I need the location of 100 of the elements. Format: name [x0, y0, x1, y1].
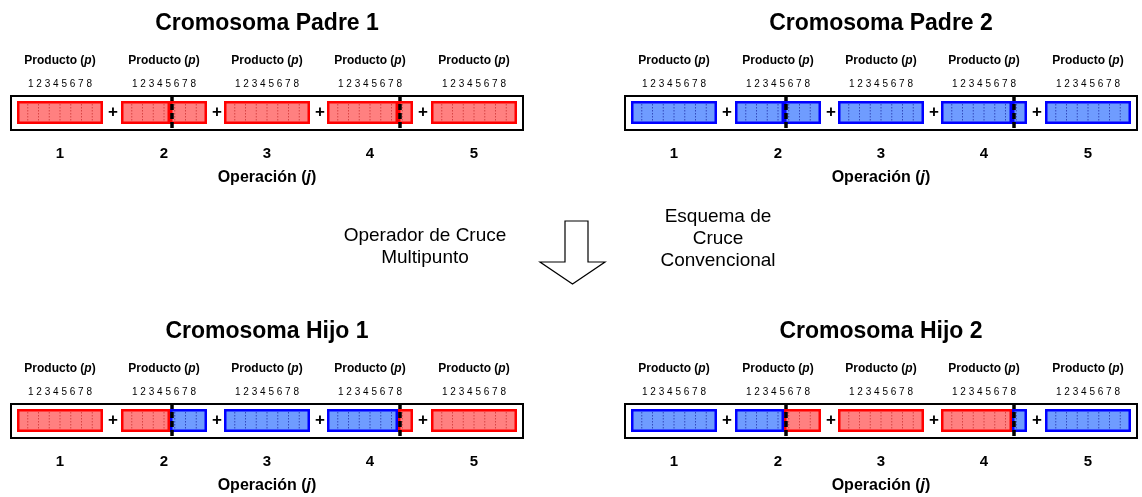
operation-number: 4 [365, 144, 375, 162]
axis-label: Operación (j) [217, 476, 317, 495]
operation-number: 3 [262, 144, 272, 162]
position-numbers: 1 2 3 4 5 6 7 8 [1056, 78, 1120, 90]
operation-number: 1 [55, 452, 65, 470]
operation-number: 2 [159, 144, 169, 162]
position-numbers: 1 2 3 4 5 6 7 8 [952, 78, 1016, 90]
gene-bar [838, 101, 924, 124]
column-header: Producto (p) [948, 54, 1020, 68]
operation-number: 2 [773, 144, 783, 162]
position-numbers: 1 2 3 4 5 6 7 8 [746, 386, 810, 398]
gene-bar [941, 101, 1027, 124]
position-numbers: 1 2 3 4 5 6 7 8 [442, 386, 506, 398]
chromosome-title: Cromosoma Hijo 2 [778, 317, 984, 344]
column-header: Producto (p) [128, 54, 200, 68]
chromosome-title: Cromosoma Padre 2 [768, 9, 994, 36]
chromosome-title: Cromosoma Padre 1 [154, 9, 380, 36]
axis-label: Operación (j) [831, 476, 931, 495]
operation-number: 5 [1083, 452, 1093, 470]
position-numbers: 1 2 3 4 5 6 7 8 [642, 386, 706, 398]
gene-bar [838, 409, 924, 432]
position-numbers: 1 2 3 4 5 6 7 8 [338, 386, 402, 398]
plus-sign: + [1032, 102, 1042, 122]
column-header: Producto (p) [231, 362, 303, 376]
plus-sign: + [826, 410, 836, 430]
position-numbers: 1 2 3 4 5 6 7 8 [1056, 386, 1120, 398]
plus-sign: + [929, 410, 939, 430]
gene-bar [327, 409, 413, 432]
gene-bar [431, 101, 517, 124]
operation-number: 2 [773, 452, 783, 470]
gene-bar [327, 101, 413, 124]
plus-sign: + [212, 410, 222, 430]
plus-sign: + [826, 102, 836, 122]
column-header: Producto (p) [24, 54, 96, 68]
plus-sign: + [929, 102, 939, 122]
operation-number: 1 [669, 144, 679, 162]
position-numbers: 1 2 3 4 5 6 7 8 [338, 78, 402, 90]
column-header: Producto (p) [845, 54, 917, 68]
operation-number: 5 [469, 144, 479, 162]
position-numbers: 1 2 3 4 5 6 7 8 [28, 78, 92, 90]
plus-sign: + [315, 410, 325, 430]
column-header: Producto (p) [334, 54, 406, 68]
column-header: Producto (p) [1052, 362, 1124, 376]
plus-sign: + [1032, 410, 1042, 430]
gene-bar [17, 101, 103, 124]
position-numbers: 1 2 3 4 5 6 7 8 [849, 78, 913, 90]
operation-number: 3 [876, 144, 886, 162]
column-header: Producto (p) [742, 54, 814, 68]
position-numbers: 1 2 3 4 5 6 7 8 [849, 386, 913, 398]
column-header: Producto (p) [438, 362, 510, 376]
scheme-label: Esquema de Cruce Convencional [659, 205, 777, 271]
operation-number: 4 [979, 452, 989, 470]
gene-bar [121, 409, 207, 432]
plus-sign: + [418, 410, 428, 430]
column-header: Producto (p) [231, 54, 303, 68]
gene-bar [941, 409, 1027, 432]
plus-sign: + [722, 410, 732, 430]
gene-bar [1045, 101, 1131, 124]
position-numbers: 1 2 3 4 5 6 7 8 [235, 386, 299, 398]
position-numbers: 1 2 3 4 5 6 7 8 [746, 78, 810, 90]
operation-number: 5 [1083, 144, 1093, 162]
column-header: Producto (p) [845, 362, 917, 376]
operation-number: 1 [55, 144, 65, 162]
gene-bar [735, 101, 821, 124]
gene-bar [17, 409, 103, 432]
axis-label: Operación (j) [831, 168, 931, 187]
plus-sign: + [108, 410, 118, 430]
operation-number: 4 [979, 144, 989, 162]
position-numbers: 1 2 3 4 5 6 7 8 [132, 386, 196, 398]
operation-number: 4 [365, 452, 375, 470]
column-header: Producto (p) [638, 54, 710, 68]
operation-number: 3 [876, 452, 886, 470]
column-header: Producto (p) [438, 54, 510, 68]
operation-number: 5 [469, 452, 479, 470]
chromosome-title: Cromosoma Hijo 1 [164, 317, 370, 344]
operation-number: 1 [669, 452, 679, 470]
plus-sign: + [418, 102, 428, 122]
operation-number: 2 [159, 452, 169, 470]
gene-bar [631, 409, 717, 432]
position-numbers: 1 2 3 4 5 6 7 8 [235, 78, 299, 90]
position-numbers: 1 2 3 4 5 6 7 8 [642, 78, 706, 90]
column-header: Producto (p) [334, 362, 406, 376]
column-header: Producto (p) [24, 362, 96, 376]
column-header: Producto (p) [948, 362, 1020, 376]
gene-bar [224, 409, 310, 432]
operation-number: 3 [262, 452, 272, 470]
position-numbers: 1 2 3 4 5 6 7 8 [952, 386, 1016, 398]
plus-sign: + [212, 102, 222, 122]
gene-bar [121, 101, 207, 124]
column-header: Producto (p) [638, 362, 710, 376]
gene-bar [431, 409, 517, 432]
column-header: Producto (p) [742, 362, 814, 376]
plus-sign: + [315, 102, 325, 122]
gene-bar [1045, 409, 1131, 432]
column-header: Producto (p) [1052, 54, 1124, 68]
plus-sign: + [722, 102, 732, 122]
position-numbers: 1 2 3 4 5 6 7 8 [28, 386, 92, 398]
column-header: Producto (p) [128, 362, 200, 376]
position-numbers: 1 2 3 4 5 6 7 8 [442, 78, 506, 90]
operator-label: Operador de Cruce Multipunto [342, 224, 508, 268]
